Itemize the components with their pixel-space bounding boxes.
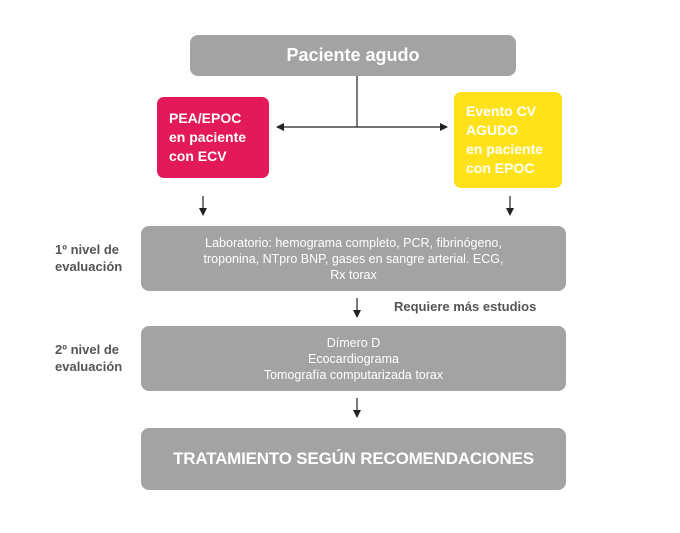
- level1-label: 1º nivel de evaluación: [55, 241, 122, 275]
- level2-box-line: Ecocardiograma: [307, 351, 399, 366]
- level2-box-line: Tomografía computarizada torax: [263, 367, 444, 382]
- left-box-line: PEA/EPOC: [169, 110, 242, 126]
- level2-label-line: 2º nivel de: [55, 342, 119, 357]
- treatment-box: TRATAMIENTO SEGÚN RECOMENDACIONES: [141, 428, 566, 490]
- level1-box-line: Rx torax: [330, 267, 377, 282]
- level1-box-line: Laboratorio: hemograma completo, PCR, fi…: [205, 235, 502, 250]
- treatment-box-label: TRATAMIENTO SEGÚN RECOMENDACIONES: [173, 449, 534, 468]
- requiere-mas-estudios-note: Requiere más estudios: [394, 299, 537, 314]
- right-box-line: AGUDO: [466, 122, 519, 138]
- right-box-line: Evento CV: [466, 103, 537, 119]
- level1-label-line: evaluación: [55, 259, 123, 274]
- right-box-line: en paciente: [466, 141, 544, 157]
- level1-box-line: troponina, NTpro BNP, gases en sangre ar…: [203, 251, 504, 266]
- level2-label-line: evaluación: [55, 359, 123, 374]
- level2-label: 2º nivel de evaluación: [55, 341, 122, 375]
- left-box-line: con ECV: [169, 148, 227, 164]
- level2-box: Dímero D Ecocardiograma Tomografía compu…: [141, 326, 566, 391]
- right-box-evento-cv: Evento CV AGUDO en paciente con EPOC: [454, 92, 562, 188]
- level1-box: Laboratorio: hemograma completo, PCR, fi…: [141, 226, 566, 291]
- right-box-line: con EPOC: [466, 160, 535, 176]
- top-box-paciente-agudo: Paciente agudo: [190, 35, 516, 76]
- level2-box-line: Dímero D: [326, 335, 381, 350]
- left-box-line: en paciente: [169, 129, 247, 145]
- level1-label-line: 1º nivel de: [55, 242, 119, 257]
- left-box-pea-epoc: PEA/EPOC en paciente con ECV: [157, 97, 269, 178]
- top-box-label: Paciente agudo: [286, 45, 420, 65]
